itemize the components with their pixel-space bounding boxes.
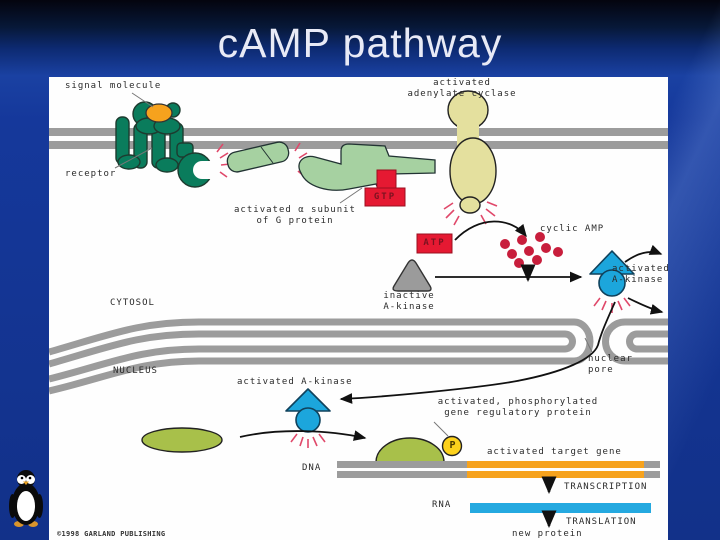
phospho-protein-label: activated, phosphorylated gene regulator… [427, 397, 609, 419]
adenylate-cyclase-label-line2: adenylate cyclase [407, 89, 517, 99]
receptor-label: receptor [65, 169, 117, 179]
g-alpha-label-line2: of G protein [256, 216, 334, 226]
activated-akinase-label: activated A-kinase [612, 264, 670, 286]
adenylate-cyclase-shape [447, 90, 497, 214]
activated-akinase-label-line1: activated [612, 264, 670, 274]
g-alpha-label-line1: activated α subunit [234, 205, 356, 215]
dna-bars [337, 461, 660, 478]
pathway-artwork [49, 90, 668, 529]
arrow-akinase-down-right [627, 297, 664, 315]
adenylate-cyclase-label-line1: activated [433, 78, 491, 88]
transcription-label: TRANSCRIPTION [564, 482, 648, 492]
rna-label: RNA [432, 500, 452, 510]
phospho-label-pointer [433, 421, 449, 437]
phospho-protein-label-line2: gene regulatory protein [444, 408, 592, 418]
inactive-akinase-shape [392, 259, 432, 292]
arrow-atp-to-camp [454, 220, 527, 241]
receptor-pointer [114, 147, 153, 169]
nuclear-pore-label: nuclear pore [588, 354, 633, 376]
phosphate-badge-shape [441, 435, 463, 457]
diagram-panel: signal molecule receptor activated adeny… [49, 77, 670, 540]
translation-label: TRANSLATION [566, 517, 637, 527]
signal-molecule-pointer [131, 92, 154, 108]
g-alpha-detached-shape [226, 141, 290, 173]
activated-akinase-nucleus-shape [285, 388, 331, 433]
activated-akinase-cytosol-shape [589, 250, 635, 297]
inactive-akinase-label-line1: inactive [383, 291, 435, 301]
nuclear-pore-label-line1: nuclear [588, 354, 633, 364]
gtp-shape [364, 169, 406, 207]
arrow-through-pore [339, 301, 616, 404]
copyright-label: ©1998 GARLAND PUBLISHING [57, 530, 166, 538]
inactive-akinase-label-line2: A-kinase [383, 302, 435, 312]
phospho-protein-label-line1: activated, phosphorylated [437, 397, 599, 407]
cytosol-label: CYTOSOL [110, 298, 155, 308]
inactive-akinase-label: inactive A-kinase [359, 291, 459, 313]
nuclear-envelope [49, 318, 668, 395]
nuclear-pore-label-line2: pore [588, 365, 614, 375]
g-alpha-docked-shape [298, 143, 436, 193]
signal-molecule-label: signal molecule [65, 81, 162, 91]
rna-bar [470, 503, 651, 513]
adenylate-cyclase-label: activated adenylate cyclase [392, 78, 532, 100]
target-gene-label: activated target gene [487, 447, 622, 457]
dna-label: DNA [302, 463, 322, 473]
cyclic-amp-dots [500, 232, 563, 268]
activated-akinase-nucleus-label: activated A-kinase [237, 377, 353, 387]
g-alpha-label-pointer [339, 187, 363, 204]
gene-regulatory-protein-shape [141, 427, 223, 453]
cyclic-amp-label: cyclic AMP [540, 224, 605, 234]
atp-shape [416, 233, 453, 254]
phospho-protein-dome-shape [375, 437, 445, 463]
arrow-oval-to-dome [239, 430, 367, 441]
nucleus-label: NUCLEUS [113, 366, 158, 376]
activation-rays-akinase-nucleus [290, 433, 326, 448]
gtp-label: GTP [373, 192, 397, 202]
page-title: cAMP pathway [217, 20, 503, 66]
g-alpha-label: activated α subunit of G protein [225, 205, 365, 227]
atp-label: ATP [423, 238, 446, 248]
new-protein-label: new protein [512, 529, 583, 539]
nuclear-pore-pointer [584, 337, 593, 353]
activation-rays-cyclase [443, 201, 498, 226]
signal-molecule-shape [145, 103, 173, 123]
phosphate-label: P [449, 440, 456, 451]
penguin-icon [9, 470, 43, 527]
arrow-akinase-up-right [624, 244, 663, 263]
activated-akinase-label-line2: A-kinase [612, 275, 664, 285]
